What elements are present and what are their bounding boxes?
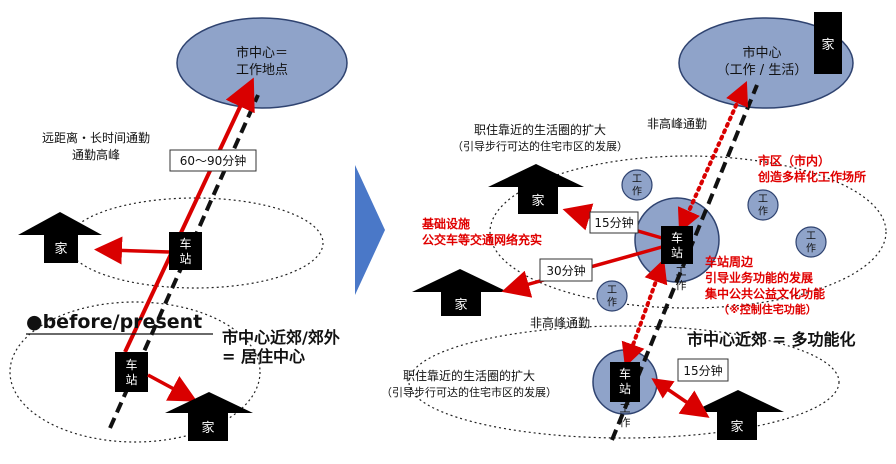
left-commute-time: 60～90分钟 [180, 153, 247, 168]
right-arrow-15-lower [651, 378, 710, 418]
left-station-lower-label: 车站 [125, 357, 137, 387]
right-lower-home [717, 412, 757, 440]
left-commute-time-box [169, 149, 257, 172]
left-suburb-label-2: = 居住中心 [222, 347, 305, 366]
right-station-area-1: 车站周边 [705, 254, 754, 269]
left-upper-zone [66, 197, 324, 289]
left-upper-home-arrow [94, 236, 170, 265]
right-station-lower-label: 车站 [619, 366, 631, 396]
right-center-home-label: 家 [821, 37, 834, 53]
right-station-area-3: 集中公共公益文化功能 [704, 286, 825, 301]
left-upper-home-label: 家 [54, 241, 67, 257]
right-center-home-tower [814, 12, 842, 74]
right-city-center-label-1: 市中心 [742, 45, 781, 61]
work-circle-3 [795, 226, 827, 258]
right-station-area-2: 引导业务功能的发展 [705, 270, 813, 285]
work-label-1: 工作 [632, 174, 642, 198]
left-upper-home-roof [18, 212, 102, 235]
right-station-upper [661, 226, 693, 264]
right-upper-home-label: 家 [531, 193, 544, 209]
right-time-box-15-lower [677, 358, 729, 382]
left-commute-arrow [123, 77, 255, 353]
right-expand-lower-1: 职住靠近的生活圈的扩大 [403, 368, 535, 383]
right-station-upper-work: 工作 [676, 265, 687, 292]
right-suburb-multi: 市中心近郊 = 多功能化 [687, 330, 856, 349]
right-urban-area-1: 市区（市内） [758, 153, 830, 168]
work-circle-1 [621, 169, 653, 201]
right-time-15-lower: 15分钟 [683, 363, 722, 378]
left-lower-home-arrow [147, 373, 198, 402]
left-station-lower [115, 352, 148, 392]
left-lower-home-label: 家 [201, 420, 214, 436]
right-city-center-label-2: （工作 / 生活） [717, 63, 808, 78]
right-upper-zone [489, 155, 887, 309]
left-upper-home [44, 235, 78, 263]
right-station-lower-work: 工作 [620, 402, 631, 429]
left-city-center-label-1: 市中心＝ [236, 45, 288, 61]
right-mid-home-roof [412, 269, 508, 292]
work-label-3: 工作 [806, 231, 816, 255]
right-infra-1: 基础设施 [421, 216, 470, 231]
right-offpeak-arrow-lower [621, 258, 668, 368]
left-city-center-ellipse [176, 17, 348, 109]
right-mid-home [441, 292, 481, 316]
left-lower-home-roof [165, 392, 253, 413]
right-station-area-4: （※控制住宅功能） [718, 302, 817, 316]
right-time-30: 30分钟 [546, 263, 585, 278]
right-mid-home-label: 家 [454, 297, 467, 313]
right-urban-area-2: 创造多样化工作场所 [757, 169, 866, 184]
right-offpeak-label-lower: 非高峰通勤 [530, 315, 590, 330]
left-station-upper-label: 车站 [179, 236, 191, 266]
right-offpeak-label-upper: 非高峰通勤 [647, 116, 707, 131]
work-label-4: 工作 [607, 285, 617, 309]
right-upper-home-roof [488, 164, 584, 187]
left-lower-home [188, 413, 228, 441]
left-station-upper [169, 232, 202, 270]
left-commute-label-1: 远距离・长时间通勤 [42, 130, 150, 145]
left-lower-zone [9, 301, 261, 443]
right-time-box-15-upper [589, 211, 639, 234]
left-city-center-label-2: 工作地点 [236, 63, 288, 78]
right-lower-home-label: 家 [730, 419, 743, 435]
work-label-2: 工作 [758, 194, 768, 218]
before-present-label: ●before/present [26, 311, 202, 333]
right-expand-upper-2: （引导步行可达的住宅市区的发展） [452, 139, 628, 153]
right-station-lower [610, 362, 640, 402]
transition-chevron [355, 165, 385, 295]
left-commute-label-2: 通勤高峰 [72, 147, 120, 162]
right-station-upper-label: 车站 [671, 230, 683, 260]
right-time-box-30 [539, 258, 593, 282]
right-upper-home [518, 187, 558, 214]
right-lower-home-roof [692, 390, 784, 412]
right-expand-upper-1: 职住靠近的生活圈的扩大 [474, 122, 606, 137]
left-suburb-label-1: 市中心近郊/郊外 [222, 328, 340, 347]
right-expand-lower-2: （引导步行可达的住宅市区的发展） [381, 385, 557, 399]
right-offpeak-arrow-upper [677, 81, 749, 233]
right-lower-zone [408, 325, 840, 439]
right-time-15-upper: 15分钟 [594, 215, 633, 230]
right-infra-2: 公交车等交通网络充实 [422, 232, 542, 247]
